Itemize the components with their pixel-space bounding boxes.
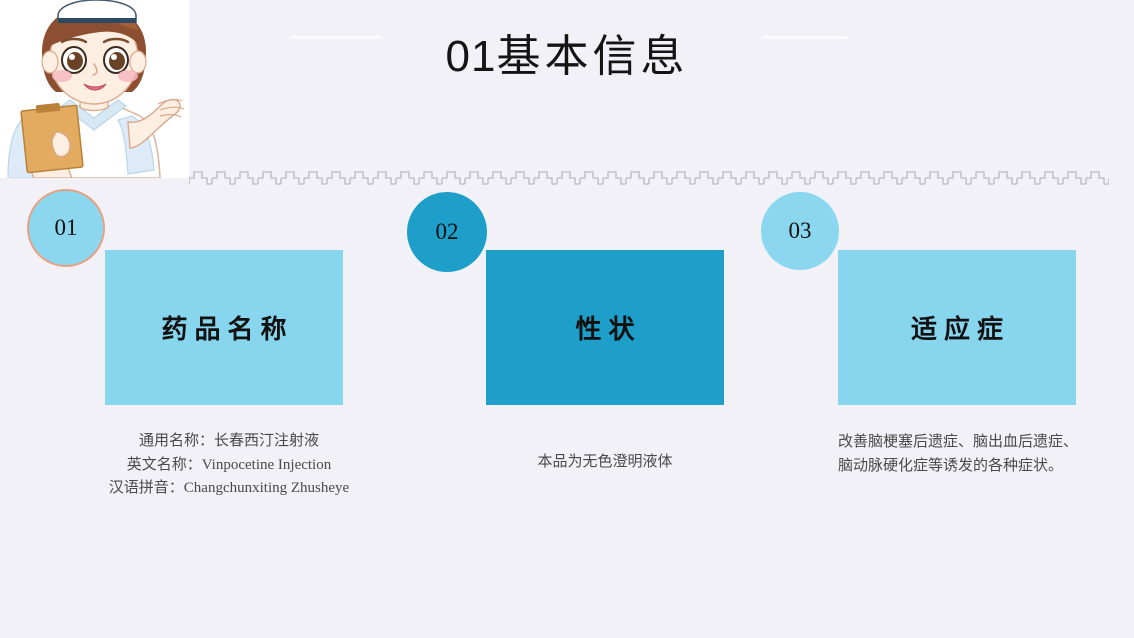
- crenellated-divider: [189, 168, 1109, 186]
- caption-line: 英文名称：Vinpocetine Injection: [126, 456, 332, 473]
- step-badge-03[interactable]: 03: [761, 192, 839, 270]
- step-badge-03-label: 03: [788, 218, 812, 243]
- nurse-illustration: [0, 0, 189, 178]
- panel-drug-name[interactable]: 药品名称: [105, 250, 343, 405]
- step-badge-02[interactable]: 02: [407, 192, 487, 272]
- panel-indications-label: 适应症: [910, 315, 1010, 344]
- panel-drug-name-label: 药品名称: [161, 315, 294, 344]
- caption-indications: 改善脑梗塞后遗症、脑出血后遗症、脑动脉硬化症等诱发的各种症状。: [838, 431, 1078, 478]
- caption-line: 改善脑梗塞后遗症、脑出血后遗症、脑动脉硬化症等诱发的各种症状。: [838, 434, 1079, 474]
- page-title: 01基本信息: [0, 20, 1134, 84]
- page-title-text: 基本信息: [496, 32, 689, 81]
- title-rule-right: [762, 36, 848, 39]
- caption-properties: 本品为无色澄明液体: [486, 451, 724, 475]
- caption-line: 汉语拼音：Changchunxiting Zhusheye: [108, 480, 350, 496]
- step-badge-01[interactable]: 01: [27, 189, 105, 267]
- step-badge-02-label: 02: [435, 219, 459, 244]
- panel-properties[interactable]: 性状: [486, 250, 724, 405]
- caption-line: 本品为无色澄明液体: [537, 454, 673, 470]
- caption-line: 通用名称：长春西汀注射液: [138, 433, 319, 449]
- step-badge-01-label: 01: [54, 215, 78, 240]
- page-title-number: 01: [445, 32, 497, 81]
- panel-indications[interactable]: 适应症: [838, 250, 1076, 405]
- title-rule-left: [290, 36, 382, 39]
- caption-drug-name: 通用名称：长春西汀注射液 英文名称：Vinpocetine Injection …: [64, 430, 394, 501]
- panel-properties-label: 性状: [575, 315, 642, 344]
